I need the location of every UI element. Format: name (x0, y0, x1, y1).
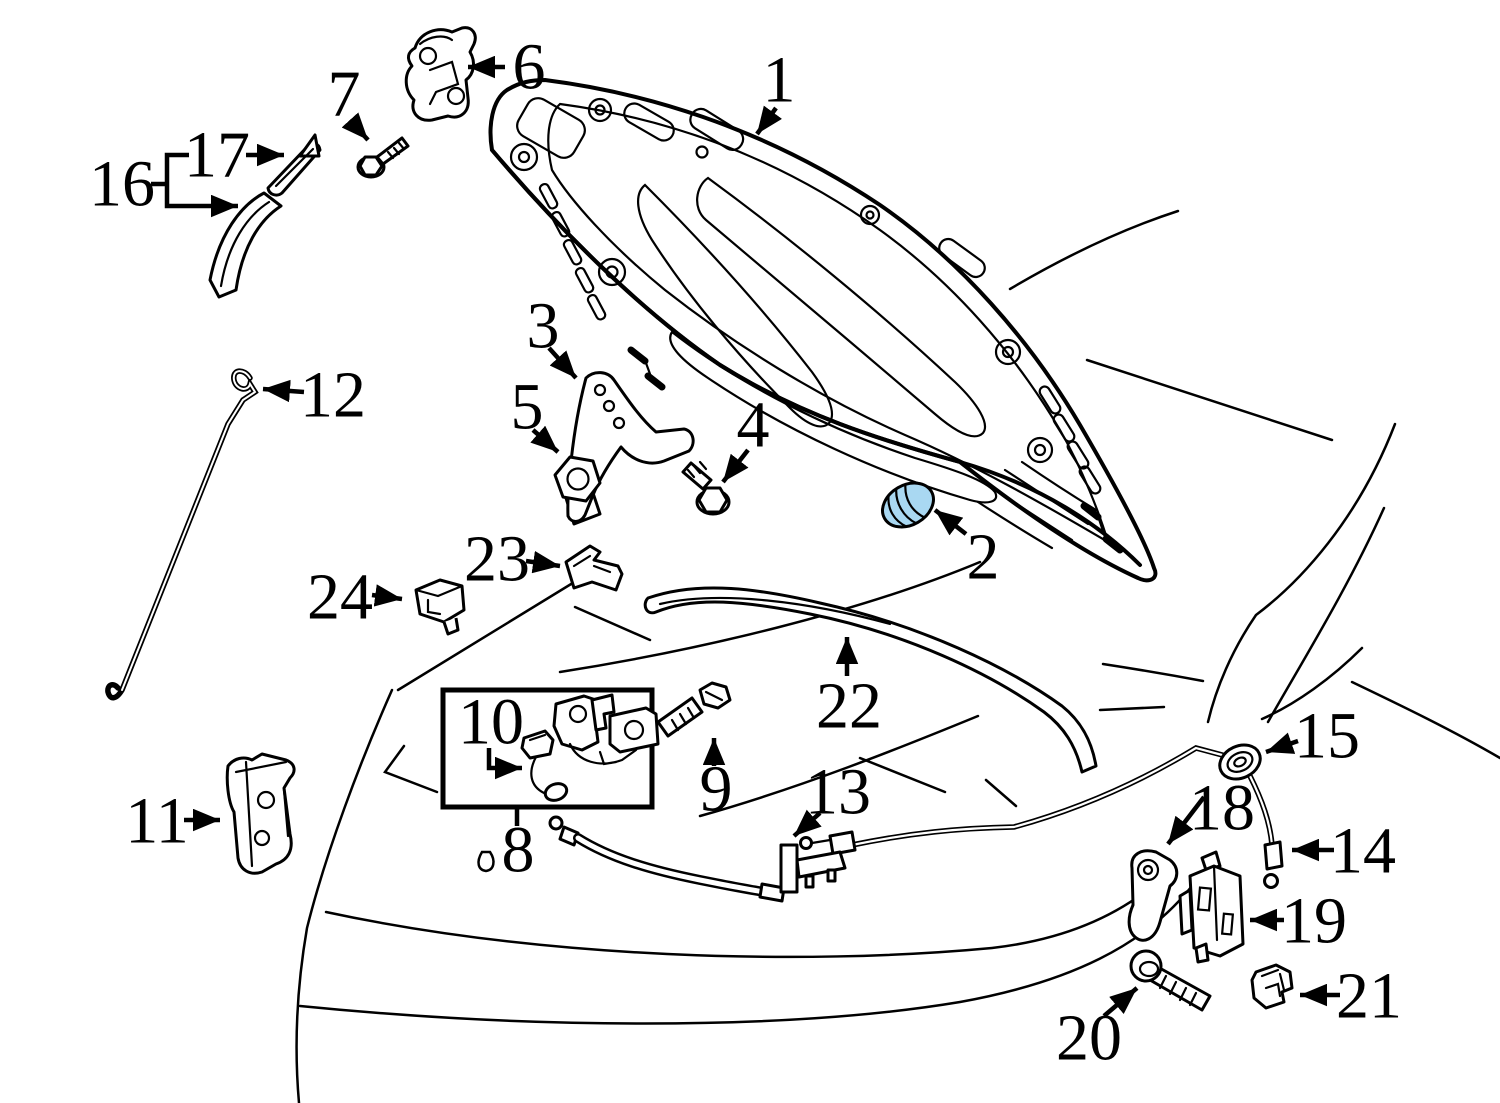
part-number-16: 16 (89, 148, 155, 221)
part-number-19: 19 (1281, 885, 1347, 958)
car-body-outline (295, 209, 1500, 1103)
callout-22: 22 (816, 637, 882, 743)
seal-strip-curved (208, 191, 283, 299)
callout-17: 17 (184, 119, 284, 192)
hood-hinge-bracket-upper (404, 26, 477, 122)
callout-3: 3 (527, 290, 578, 380)
callout-arrow (792, 809, 822, 838)
part-number-20: 20 (1056, 1002, 1122, 1075)
callout-4: 4 (721, 389, 770, 484)
striker-clip (1250, 963, 1294, 1010)
part-number-7: 7 (328, 58, 361, 131)
callout-arrow (721, 448, 750, 484)
cable-grommet (1218, 743, 1262, 781)
part-number-2: 2 (967, 521, 1000, 594)
part-number-3: 3 (527, 290, 560, 363)
part-number-4: 4 (737, 389, 770, 462)
part-number-24: 24 (307, 561, 373, 634)
part-number-11: 11 (125, 785, 189, 858)
hood-buffer-highlighted (881, 481, 935, 529)
callout-21: 21 (1300, 960, 1402, 1033)
hood-stud-bolts (627, 346, 1124, 554)
callout-20: 20 (1056, 986, 1139, 1075)
cable-connector (779, 830, 857, 894)
callout-arrow (1265, 732, 1299, 755)
clip-square (414, 578, 466, 636)
callout-14: 14 (1292, 815, 1396, 888)
part-number-22: 22 (816, 670, 882, 743)
callout-24: 24 (307, 561, 403, 634)
callout-9: 9 (700, 738, 733, 826)
hinge-nut (553, 455, 602, 503)
callout-arrow (164, 152, 238, 218)
part-number-21: 21 (1336, 960, 1402, 1033)
hood-lock (552, 693, 660, 766)
part-number-9: 9 (700, 753, 733, 826)
callout-arrow (1166, 795, 1206, 846)
callout-arrow (486, 748, 522, 780)
hinge-bolt-2 (681, 460, 731, 516)
callout-16: 16 (89, 148, 238, 221)
part-number-12: 12 (300, 359, 366, 432)
callout-12: 12 (262, 359, 366, 432)
callout-arrow (755, 105, 783, 136)
hood-prop-rod (105, 368, 259, 701)
part-number-13: 13 (805, 756, 871, 829)
hinge-bolt (356, 136, 410, 179)
part-number-23: 23 (464, 523, 530, 596)
callout-arrow (341, 112, 370, 142)
part-number-6: 6 (513, 31, 546, 104)
callout-6: 6 (468, 31, 546, 104)
seal-strip-small (266, 133, 322, 197)
callout-19: 19 (1250, 885, 1347, 958)
callout-23: 23 (464, 523, 561, 596)
part-number-17: 17 (184, 119, 250, 192)
part-number-15: 15 (1294, 700, 1360, 773)
callout-2: 2 (933, 508, 1000, 594)
release-cable (548, 743, 1284, 903)
callout-arrow (371, 584, 403, 607)
callout-7: 7 (328, 58, 370, 142)
callout-10: 10 (458, 686, 524, 780)
part-number-5: 5 (511, 371, 544, 444)
callout-arrow (530, 425, 560, 454)
hood-seal-strip (643, 586, 1098, 774)
lock-micro-switch (520, 729, 569, 802)
part-number-1: 1 (763, 44, 796, 117)
callout-arrow (525, 550, 561, 574)
buffer-body (881, 481, 935, 529)
callout-15: 15 (1265, 700, 1360, 773)
callout-arrow (262, 379, 305, 403)
callout-1: 1 (755, 44, 796, 136)
release-lever (1127, 849, 1179, 942)
callout-8: 8 (502, 806, 535, 887)
part-number-14: 14 (1330, 815, 1396, 888)
striker-screw (1129, 949, 1212, 1012)
clip-wedge (564, 544, 624, 592)
lock-striker-plate (1178, 850, 1245, 964)
callout-13: 13 (792, 756, 871, 838)
callout-11: 11 (125, 785, 220, 858)
callout-arrow (547, 346, 578, 380)
callout-18: 18 (1166, 772, 1255, 846)
part-number-8: 8 (502, 814, 535, 887)
callout-arrow (933, 508, 968, 536)
lock-support-bracket (225, 752, 296, 875)
hood-panel (488, 78, 1158, 583)
lock-assembly-box (440, 687, 660, 810)
part-number-10: 10 (458, 686, 524, 759)
lock-bolt (656, 681, 732, 738)
part-number-18: 18 (1189, 772, 1255, 845)
callout-5: 5 (511, 371, 560, 454)
cable-end-fitting (1247, 774, 1284, 889)
callout-arrow (1102, 986, 1139, 1018)
